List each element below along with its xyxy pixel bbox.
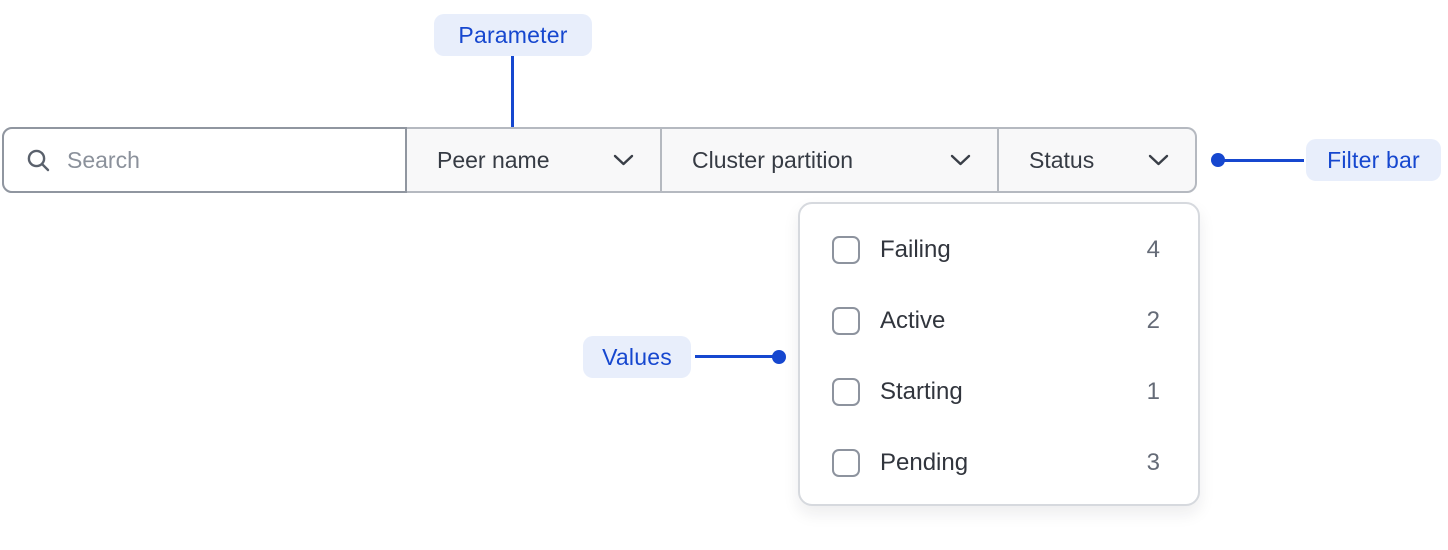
status-option-count: 4 (1146, 235, 1160, 263)
dropdown-status-label: Status (1029, 146, 1095, 173)
checkbox-starting[interactable] (832, 377, 860, 406)
dropdown-cluster-partition-label: Cluster partition (692, 146, 854, 173)
chevron-down-icon (613, 154, 634, 166)
status-option-label: Starting (880, 377, 963, 405)
annotation-values-dot (772, 350, 786, 364)
chevron-down-icon (950, 154, 971, 166)
search-input[interactable] (67, 146, 389, 174)
annotation-values-line (695, 355, 779, 358)
status-option-label: Pending (880, 448, 969, 476)
status-option-count: 3 (1146, 448, 1160, 476)
status-option-failing[interactable]: Failing 4 (800, 214, 1198, 285)
dropdown-peer-name-label: Peer name (437, 146, 550, 173)
status-option-starting[interactable]: Starting 1 (800, 356, 1198, 427)
status-option-label: Failing (880, 235, 951, 263)
status-option-label: Active (880, 306, 946, 334)
checkbox-active[interactable] (832, 306, 860, 335)
search-icon (27, 149, 50, 171)
annotation-filter-bar-line (1218, 159, 1304, 162)
dropdown-peer-name[interactable]: Peer name (407, 129, 660, 191)
status-option-count: 1 (1146, 377, 1160, 405)
checkbox-pending[interactable] (832, 448, 860, 477)
annotation-parameter-line (511, 56, 514, 136)
status-option-pending[interactable]: Pending 3 (800, 427, 1198, 498)
status-option-count: 2 (1146, 306, 1160, 334)
status-option-active[interactable]: Active 2 (800, 285, 1198, 356)
dropdown-cluster-partition[interactable]: Cluster partition (660, 129, 997, 191)
dropdown-status[interactable]: Status (997, 129, 1195, 191)
annotation-values-label: Values (583, 336, 691, 378)
annotation-parameter-label: Parameter (434, 14, 592, 56)
search-box[interactable] (2, 127, 407, 193)
filter-bar: Peer name Cluster partition Status (2, 127, 1197, 193)
status-dropdown-panel: Failing 4 Active 2 Starting 1 Pending 3 (798, 202, 1200, 506)
checkbox-failing[interactable] (832, 235, 860, 264)
chevron-down-icon (1148, 154, 1169, 166)
annotation-filter-bar-label: Filter bar (1306, 139, 1441, 181)
